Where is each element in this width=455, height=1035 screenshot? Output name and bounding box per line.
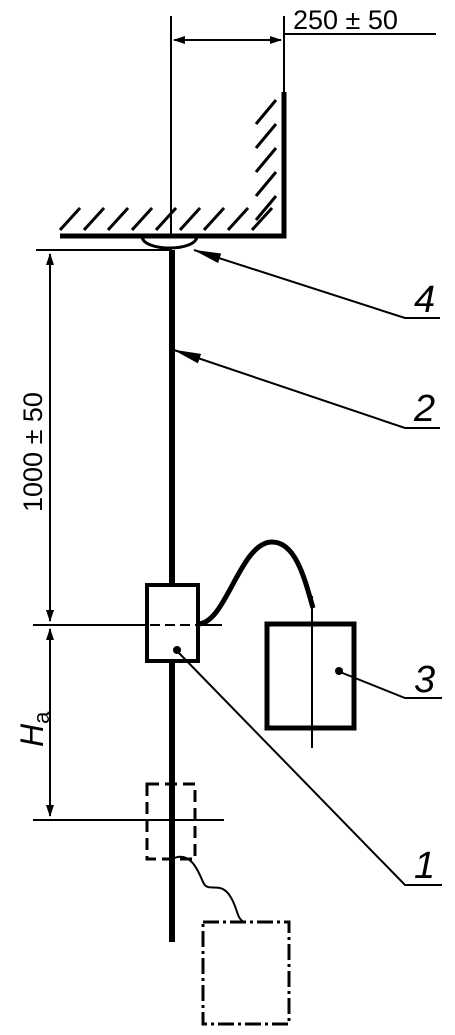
recorder-unit xyxy=(264,596,357,748)
test-device-lower xyxy=(145,782,197,861)
suspension-eye xyxy=(140,235,199,250)
horizontal-dimension: 250 ± 50 xyxy=(170,5,436,236)
recorder-lower xyxy=(201,920,291,1026)
wall-hatching xyxy=(254,99,278,221)
horizontal-dimension-label: 250 ± 50 xyxy=(293,5,398,35)
ceiling-mount xyxy=(58,92,287,239)
callout-1: 1 xyxy=(414,845,435,887)
ceiling-hatching xyxy=(58,206,274,232)
vertical-dimension-label: 1000 ± 50 xyxy=(18,392,48,512)
callout-leaders xyxy=(173,249,442,886)
callout-2: 2 xyxy=(413,388,435,430)
height-subscript: a xyxy=(29,711,54,724)
callout-4: 4 xyxy=(414,279,435,321)
callout-3: 3 xyxy=(414,659,435,701)
ceiling-surface xyxy=(60,92,287,239)
lower-wire xyxy=(171,855,245,923)
vertical-dimension: 1000 ± 50 xyxy=(18,249,172,622)
height-dimension-label: Ha xyxy=(14,711,54,747)
height-symbol: H xyxy=(14,723,50,747)
connecting-wire xyxy=(197,539,316,627)
test-device-upper xyxy=(145,583,200,663)
